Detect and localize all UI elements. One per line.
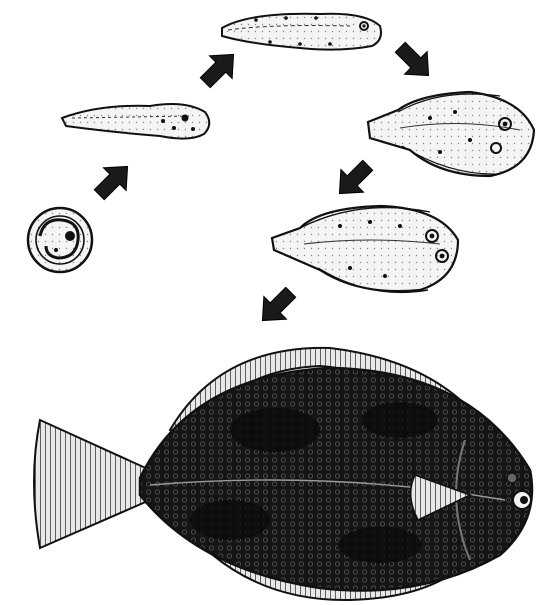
- arrow-icon: [251, 281, 302, 332]
- flatfish-juvenile-icon: [272, 206, 458, 292]
- arrow-icon: [389, 36, 440, 87]
- arrow-icon: [88, 155, 139, 206]
- arrow-icon: [328, 154, 379, 205]
- adult-flounder-icon: [34, 348, 532, 600]
- metamorphosis-fish-icon: [368, 92, 534, 176]
- juvenile-fish-icon: [222, 14, 381, 50]
- metamorphosing-juvenile-stage: [368, 92, 534, 176]
- larva-icon: [62, 104, 209, 139]
- larva-stage: [62, 104, 209, 139]
- arrow-icon: [194, 43, 245, 94]
- early-juvenile-stage: [222, 14, 381, 50]
- fish-egg-icon: [28, 208, 92, 272]
- adult-stage: [34, 348, 532, 600]
- egg-stage: [28, 208, 92, 272]
- late-juvenile-stage: [272, 206, 458, 292]
